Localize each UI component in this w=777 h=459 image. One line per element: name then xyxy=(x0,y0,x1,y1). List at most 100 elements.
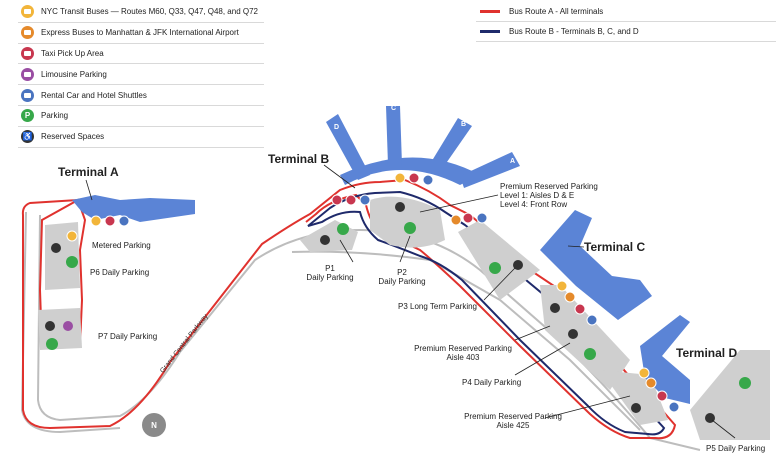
taxi-icon xyxy=(21,46,34,60)
legend-item-limousine: Limousine Parking xyxy=(18,64,264,86)
lot-p7 xyxy=(38,308,82,350)
nyc-transit-stop-icon xyxy=(638,367,650,379)
limousine-icon xyxy=(21,67,34,81)
nyc-transit-bus-icon xyxy=(21,5,34,19)
legend-item-shuttle: Rental Car and Hotel Shuttles xyxy=(18,85,264,106)
legend-label: Taxi Pick Up Area xyxy=(41,48,104,58)
express-stop-icon xyxy=(450,214,462,226)
p2-label-line2: Daily Parking xyxy=(378,277,426,286)
legend-label: Reserved Spaces xyxy=(41,132,105,142)
parking-icon xyxy=(337,223,349,235)
pier-a xyxy=(460,152,520,188)
legend-label: NYC Transit Buses — Routes M60, Q33, Q47… xyxy=(41,7,258,17)
route-legend: Bus Route A - All terminals Bus Route B … xyxy=(476,2,776,42)
nyc-transit-stop-icon xyxy=(394,172,406,184)
route-a-swatch xyxy=(480,10,500,13)
p6-label: P6 Daily Parking xyxy=(90,268,150,277)
p7-label: P7 Daily Parking xyxy=(98,332,158,341)
reserved-icon xyxy=(51,243,61,253)
taxi-stop-icon xyxy=(345,194,357,206)
shuttle-stop-icon xyxy=(359,194,371,206)
p1-label-line1: P1 xyxy=(325,264,335,273)
route-b-swatch xyxy=(480,30,500,33)
parking-lots xyxy=(38,196,770,440)
premium-top-line3: Level 4: Front Row xyxy=(500,200,568,209)
legend-label: Parking xyxy=(41,111,69,121)
taxi-stop-icon xyxy=(408,172,420,184)
terminal-c-building xyxy=(540,210,652,320)
reserved-icon xyxy=(320,235,330,245)
express-bus-icon xyxy=(21,26,34,40)
p5-label: P5 Daily Parking xyxy=(706,444,766,453)
shuttle-stop-icon xyxy=(668,401,680,413)
leader-lines xyxy=(85,164,736,439)
parking-icon xyxy=(489,262,501,274)
premium-425-line1: Premium Reserved Parking xyxy=(464,412,562,421)
route-a-label: Bus Route A - All terminals xyxy=(509,7,604,16)
parking-icon xyxy=(584,348,596,360)
pier-d xyxy=(326,114,370,180)
lot-p4 xyxy=(540,285,630,390)
pier-b xyxy=(430,118,472,172)
express-stop-icon xyxy=(645,377,657,389)
shuttle-icon xyxy=(21,88,34,102)
reserved-icon xyxy=(550,303,560,313)
premium-403-label: Premium Reserved Parking Aisle 403 xyxy=(408,344,518,362)
legend-label: Rental Car and Hotel Shuttles xyxy=(41,90,147,100)
premium-top-line2: Level 1: Aisles D & E xyxy=(500,191,575,200)
north-arrow-icon: N xyxy=(142,413,166,437)
express-stop-icon xyxy=(564,291,576,303)
p2-label-line1: P2 xyxy=(397,268,407,277)
route-legend-a: Bus Route A - All terminals xyxy=(476,2,776,22)
premium-403-line1: Premium Reserved Parking xyxy=(414,344,512,353)
legend-item-taxi: Taxi Pick Up Area xyxy=(18,44,264,65)
reserved-icon xyxy=(513,260,523,270)
shuttle-stop-icon xyxy=(476,212,488,224)
p3-label: P3 Long Term Parking xyxy=(398,302,478,311)
nyc-transit-stop-icon xyxy=(90,215,102,227)
legend-label: Express Buses to Manhattan & JFK Interna… xyxy=(41,28,239,38)
terminal-c-label: Terminal C xyxy=(584,240,646,254)
taxi-stop-icon xyxy=(656,390,668,402)
premium-425-line2: Aisle 425 xyxy=(496,421,530,430)
taxi-stop-icon xyxy=(574,303,586,315)
premium-403-line2: Aisle 403 xyxy=(446,353,480,362)
bus-route-b-line xyxy=(307,190,666,436)
nyc-transit-stop-icon xyxy=(66,230,78,242)
legend-item-express-bus: Express Buses to Manhattan & JFK Interna… xyxy=(18,23,264,44)
legend-item-nyc-transit: NYC Transit Buses — Routes M60, Q33, Q47… xyxy=(18,2,264,23)
parking-icon xyxy=(404,222,416,234)
reserved-icon xyxy=(568,329,578,339)
limousine-icon xyxy=(63,321,73,331)
shuttle-stop-icon xyxy=(586,314,598,326)
p1-label-line2: Daily Parking xyxy=(306,273,354,282)
reserved-icon: ♿ xyxy=(21,130,34,144)
lot-p3 xyxy=(458,220,540,300)
taxi-stop-icon xyxy=(462,212,474,224)
pier-a-label: A xyxy=(510,158,516,165)
pier-c xyxy=(386,106,402,165)
reserved-icon xyxy=(631,403,641,413)
lot-p5 xyxy=(690,350,770,440)
premium-reserved-top-label: Premium Reserved Parking Level 1: Aisles… xyxy=(500,182,598,209)
pier-d-label: D xyxy=(334,124,340,131)
p4-label: P4 Daily Parking xyxy=(462,378,522,387)
map-legend: NYC Transit Buses — Routes M60, Q33, Q47… xyxy=(18,2,264,148)
route-b-label: Bus Route B - Terminals B, C, and D xyxy=(509,27,639,36)
terminal-b-label: Terminal B xyxy=(268,152,330,166)
taxi-stop-icon xyxy=(104,215,116,227)
bus-stop-markers xyxy=(66,172,680,413)
nyc-transit-stop-icon xyxy=(556,280,568,292)
taxi-stop-icon xyxy=(331,194,343,206)
parking-icon xyxy=(46,338,58,350)
shuttle-stop-icon xyxy=(422,174,434,186)
lot-p2 xyxy=(370,196,445,248)
premium-425-label: Premium Reserved Parking Aisle 425 xyxy=(458,412,568,430)
reserved-icon xyxy=(395,202,405,212)
parking-icon xyxy=(739,377,751,389)
parking-icon: P xyxy=(21,109,34,123)
p2-label: P2 Daily Parking xyxy=(372,268,432,286)
legend-item-parking: P Parking xyxy=(18,106,264,127)
route-legend-b: Bus Route B - Terminals B, C, and D xyxy=(476,22,776,42)
